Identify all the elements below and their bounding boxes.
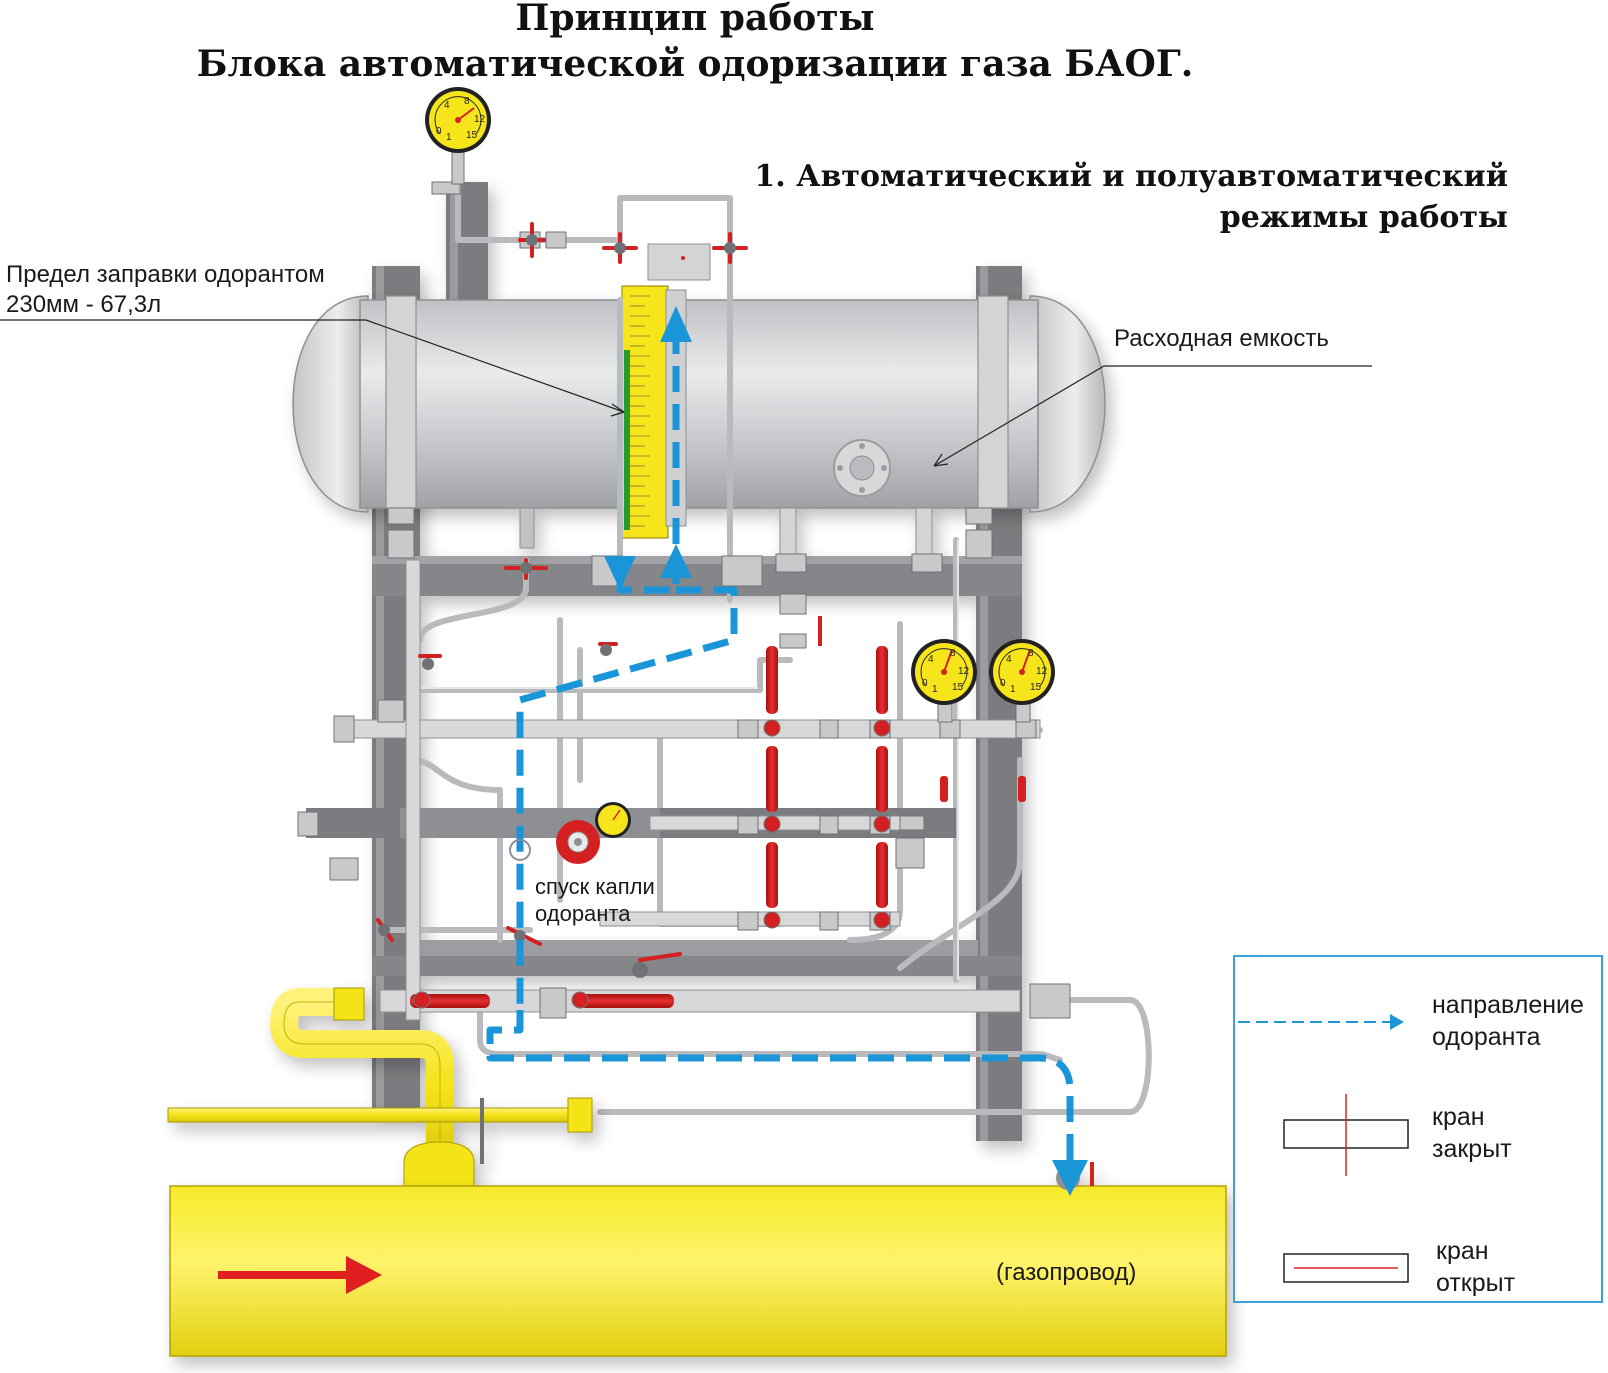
gauge-mark: 4: [444, 100, 450, 111]
legend-closed-label: кран: [1432, 1103, 1485, 1131]
gauge-mark: 1: [932, 684, 938, 695]
pressure-gauge-top: 4 8 12 15 0 1: [424, 86, 492, 185]
gauge-mark: 15: [466, 130, 478, 141]
pressure-gauge-right-1: 4 8 12 15 0 1: [910, 638, 978, 723]
page-title: Принцип работы: [515, 0, 875, 39]
fill-limit-label: Предел заправки одорантом: [6, 261, 325, 288]
gas-flow-arrow: [218, 1256, 382, 1294]
mode-heading: 1. Автоматический и полуавтоматический: [754, 159, 1508, 194]
gas-supply-pipes: [167, 987, 593, 1189]
legend-direction-label: направление: [1432, 991, 1584, 1019]
valve-bodies: [378, 234, 736, 978]
pressure-gauge-small: [556, 802, 631, 864]
legend-direction-label-line2: одоранта: [1432, 1023, 1541, 1051]
gauge-mark: 12: [1036, 666, 1048, 677]
callouts: [0, 319, 1372, 467]
gauge-mark: 8: [1028, 648, 1034, 659]
fittings: [297, 181, 1071, 1019]
odorant-flow-arrowheads: [604, 306, 1088, 1196]
gauge-mark: 1: [1010, 684, 1016, 695]
gauge-mark: 1: [446, 132, 452, 143]
legend-closed-label-line2: закрыт: [1432, 1135, 1512, 1163]
pipeline-label: (газопровод): [996, 1259, 1137, 1286]
gauge-mark: 8: [464, 96, 470, 107]
drop-label: спуск капли: [535, 874, 655, 899]
gauge-mark: 4: [1006, 654, 1012, 665]
valve-handles: [410, 616, 1026, 1009]
legend: [1233, 955, 1603, 1303]
level-gauge: [621, 243, 711, 539]
gauge-mark: 12: [474, 114, 486, 125]
drop-label-line2: одоранта: [535, 901, 631, 926]
gauge-mark: 12: [958, 666, 970, 677]
mode-heading-line2: режимы работы: [1219, 200, 1508, 235]
consumable-tank: [292, 295, 1106, 555]
tank-label: Расходная емкость: [1114, 325, 1329, 352]
fill-limit-value: 230мм - 67,3л: [6, 291, 162, 318]
legend-open-label-line2: открыт: [1436, 1269, 1516, 1297]
gauge-mark: 8: [950, 648, 956, 659]
gauge-mark: 15: [952, 682, 964, 693]
flow-markers: [509, 839, 531, 861]
gauge-mark: 0: [436, 126, 442, 137]
gauge-mark: 4: [928, 654, 934, 665]
pressure-gauge-right-2: 4 8 12 15 0 1: [988, 638, 1056, 723]
gauge-mark: 15: [1030, 682, 1042, 693]
gauge-mark: 0: [1000, 678, 1006, 689]
page-title-line2: Блока автоматической одоризации газа БАО…: [196, 43, 1194, 85]
gauge-mark: 0: [922, 678, 928, 689]
legend-open-label: кран: [1436, 1237, 1489, 1265]
